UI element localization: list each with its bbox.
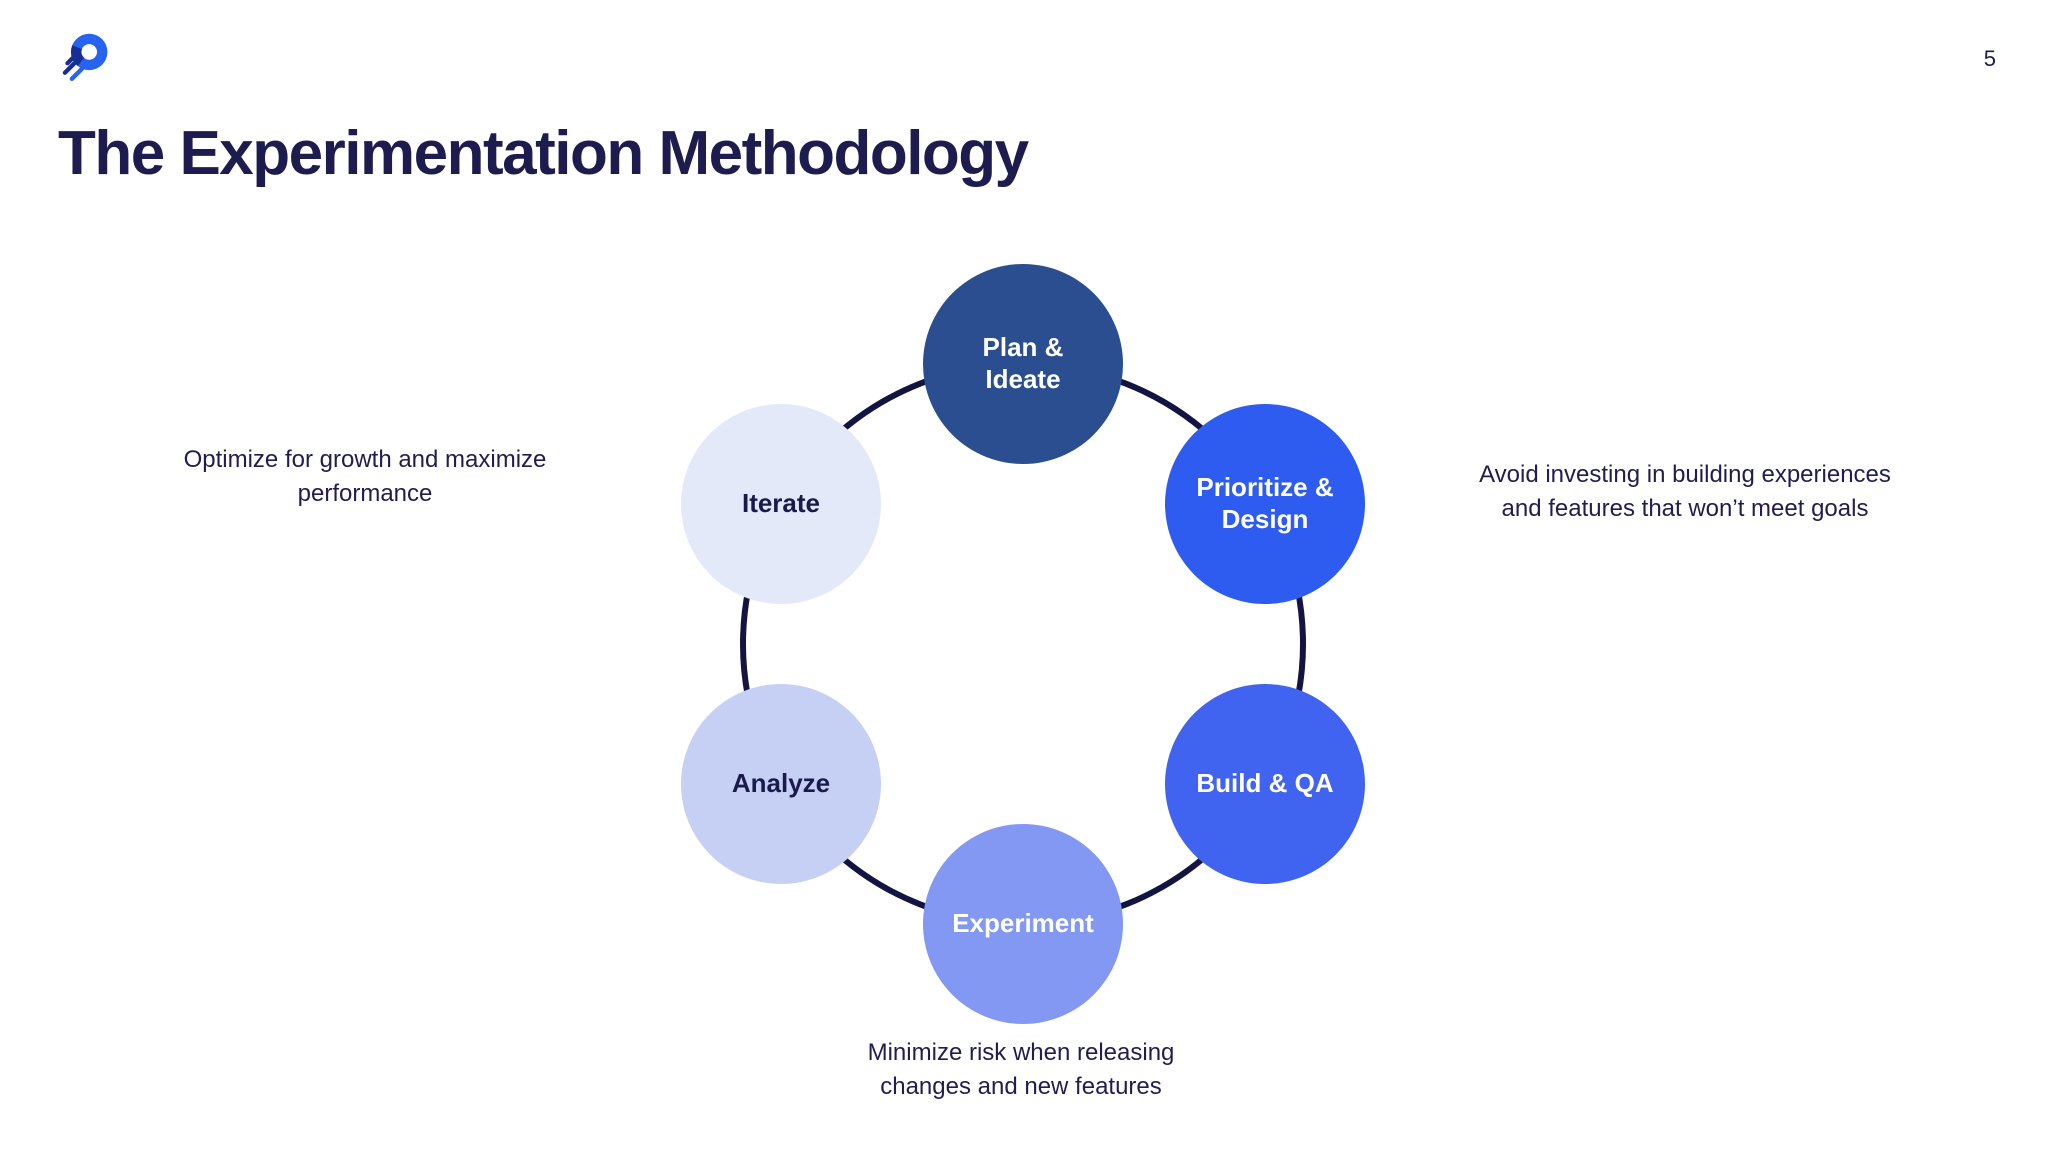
optimizely-logo-icon <box>62 33 108 81</box>
step-circle-analyze: Analyze <box>681 684 881 884</box>
step-label: Prioritize & Design <box>1196 472 1334 534</box>
annotation-experiment-note: Minimize risk when releasing changes and… <box>867 1039 1175 1100</box>
annotation-iterate-note: Optimize for growth and maximize perform… <box>183 446 547 507</box>
step-circle-experiment: Experiment <box>923 824 1123 1024</box>
step-label: Build & QA <box>1196 768 1334 799</box>
annotation-prioritize-note: Avoid investing in building experiences … <box>1479 461 1891 522</box>
step-circle-build-qa: Build & QA <box>1165 684 1365 884</box>
page-title: The Experimentation Methodology <box>58 119 1029 188</box>
step-label: Analyze <box>731 768 831 799</box>
step-label: Experiment <box>952 908 1094 939</box>
step-label: Iterate <box>741 488 821 519</box>
page-number: 5 <box>1983 46 1996 71</box>
step-label: Plan & Ideate <box>982 332 1064 394</box>
step-circle-iterate: Iterate <box>681 404 881 604</box>
step-circle-plan-ideate: Plan & Ideate <box>923 264 1123 464</box>
step-circle-prioritize-design: Prioritize & Design <box>1165 404 1365 604</box>
